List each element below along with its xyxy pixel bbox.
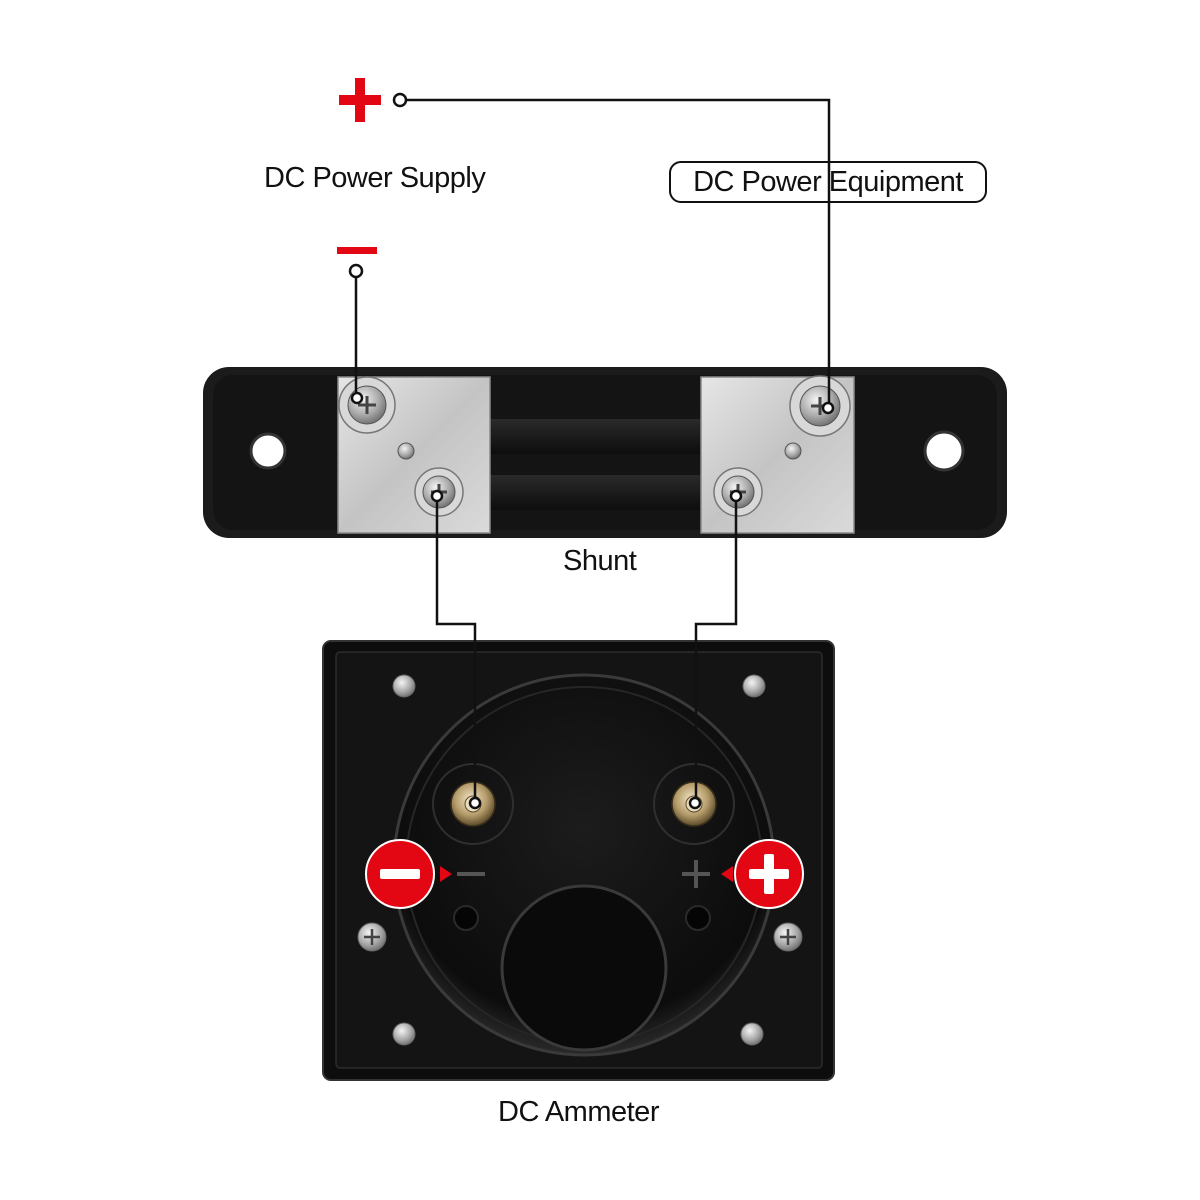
screw-icon <box>773 922 803 952</box>
shunt-bar-bottom <box>488 475 704 510</box>
supply-positive-terminal-icon <box>392 92 408 108</box>
screw-icon <box>392 1022 416 1046</box>
meter-plus-mark-icon <box>682 860 710 888</box>
supply-negative-terminal-icon <box>348 263 364 279</box>
ammeter-positive-badge-icon <box>734 839 804 909</box>
wires <box>354 98 831 800</box>
negative-pointer-icon <box>440 866 452 882</box>
wire-positive-supply <box>406 98 831 403</box>
wire-terminals <box>350 391 835 810</box>
label-shunt: Shunt <box>563 545 637 577</box>
dc-ammeter <box>322 640 835 1081</box>
screw-icon <box>392 674 416 698</box>
positive-pointer-icon <box>721 866 733 882</box>
terminal-dot-icon <box>688 796 702 810</box>
ammeter-hole-left <box>453 905 479 931</box>
screw-icon <box>742 674 766 698</box>
shunt-mount-hole-right <box>923 430 965 472</box>
shunt-rivet-right <box>784 442 802 460</box>
shunt <box>203 367 1007 538</box>
screw-icon <box>357 922 387 952</box>
label-dc-power-equipment-text: DC Power Equipment <box>693 165 963 198</box>
terminal-dot-icon <box>821 401 835 415</box>
shunt-rivet-left <box>397 442 415 460</box>
label-dc-ammeter: DC Ammeter <box>498 1096 659 1128</box>
ammeter-adjust-knob <box>500 884 668 1052</box>
shunt-bar-top <box>488 419 704 454</box>
ammeter-hole-right <box>685 905 711 931</box>
wire-ammeter-positive <box>694 497 738 800</box>
shunt-mount-hole-left <box>249 432 287 470</box>
supply-negative-icon <box>337 247 377 254</box>
terminal-dot-icon <box>468 796 482 810</box>
meter-minus-mark-icon <box>457 872 485 876</box>
terminal-dot-icon <box>729 489 743 503</box>
terminal-dot-icon <box>350 391 364 405</box>
label-dc-power-supply: DC Power Supply <box>264 162 486 194</box>
supply-positive-icon <box>339 78 381 122</box>
terminal-dot-icon <box>430 489 444 503</box>
screw-icon <box>789 375 851 437</box>
screw-icon <box>338 376 396 434</box>
screw-icon <box>740 1022 764 1046</box>
wire-ammeter-negative <box>435 497 477 800</box>
label-dc-power-equipment: DC Power Equipment <box>669 161 987 203</box>
ammeter-negative-badge-icon <box>365 839 435 909</box>
